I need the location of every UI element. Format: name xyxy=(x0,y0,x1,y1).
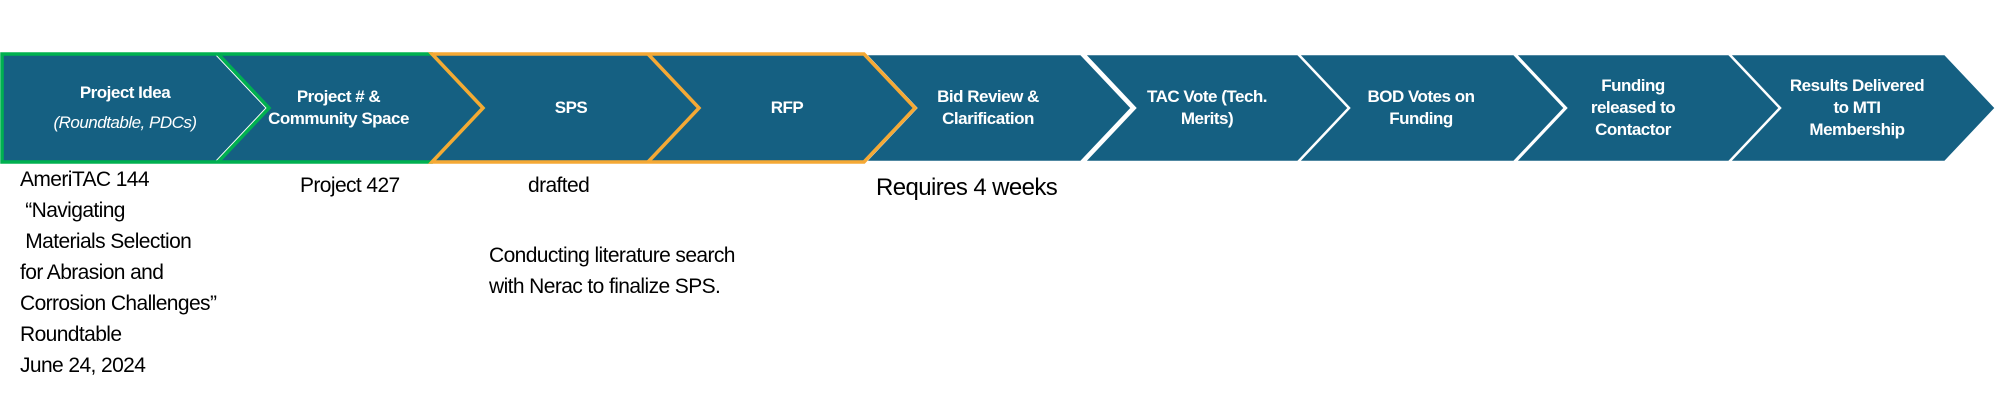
stage-title: BOD Votes on Funding xyxy=(1367,87,1475,128)
stage-bod-votes: BOD Votes on Funding xyxy=(1351,54,1491,162)
stage-funding-released: Funding released to Contactor xyxy=(1573,54,1693,162)
stage-title: RFP xyxy=(770,98,804,117)
stage-results-delivered: Results Delivered to MTI Membership xyxy=(1787,54,1927,162)
stage-title: Project Idea xyxy=(79,83,171,102)
stage-tac-vote: TAC Vote (Tech. Merits) xyxy=(1137,54,1277,162)
green-separator xyxy=(216,52,272,164)
bid-review-note: Requires 4 weeks xyxy=(876,174,1058,201)
stage-title: Bid Review & Clarification xyxy=(937,87,1039,128)
stage-project-number: Project # & Community Space xyxy=(256,54,421,162)
stage-rfp: RFP xyxy=(687,54,887,162)
project-idea-note: AmeriTAC 144 “Navigating Materials Selec… xyxy=(20,168,217,377)
stage-title: TAC Vote (Tech. Merits) xyxy=(1147,87,1268,128)
chevron-stage-9 xyxy=(1726,52,1998,164)
stage-title: Results Delivered to MTI Membership xyxy=(1789,76,1925,139)
sps-status-note: drafted xyxy=(528,174,590,197)
stage-title: Project # & Community Space xyxy=(268,87,409,128)
orange-separator xyxy=(646,52,702,164)
sps-detail-note: Conducting literature search with Nerac … xyxy=(489,244,735,298)
stage-sps: SPS xyxy=(471,54,671,162)
orange-outline-group xyxy=(427,52,918,164)
stage-title: Funding released to Contactor xyxy=(1590,76,1676,139)
stage-project-idea: Project Idea (Roundtable, PDCs) xyxy=(25,54,225,162)
stage-subtitle: (Roundtable, PDCs) xyxy=(53,113,197,132)
stage-title: SPS xyxy=(554,98,588,117)
project-number-note: Project 427 xyxy=(300,174,400,197)
stage-bid-review: Bid Review & Clarification xyxy=(918,54,1058,162)
